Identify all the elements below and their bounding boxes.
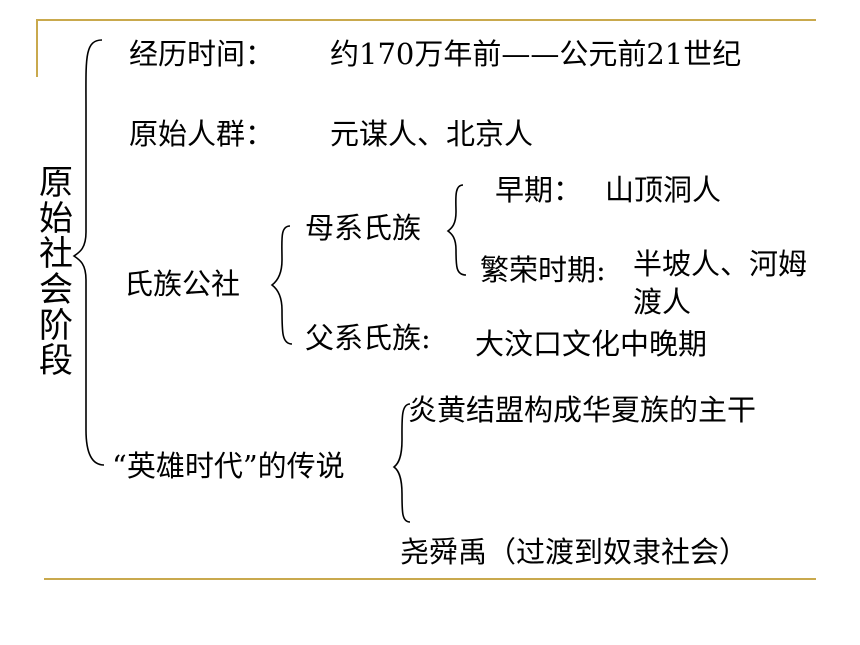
matriarchal-brace [446,184,467,276]
primitive-group-value: 元谋人、北京人 [330,117,534,151]
early-value: 山顶洞人 [605,173,722,207]
main-brace [72,39,105,466]
experience-label: 经历时间： [129,37,275,71]
prosperous-value-line1: 半坡人、河姆 [633,247,808,281]
hero-age-item1: 炎黄结盟构成华夏族的主干 [408,393,757,427]
matriarchal-label: 母系氏族 [305,211,422,245]
early-label: 早期： [495,173,583,207]
patriarchal-label: 父系氏族: [305,321,431,355]
hero-age-item2: 尧舜禹（过渡到奴隶社会） [400,535,749,569]
top-left-vertical-rule [36,19,38,77]
prosperous-value-line2: 渡人 [633,285,692,319]
clan-brace [270,225,293,345]
root-title: 原始社会阶段 [39,163,73,382]
prosperous-label: 繁荣时期: [480,253,606,287]
clan-commune-label: 氏族公社 [124,267,241,301]
hero-brace [392,403,411,523]
bottom-horizontal-rule [44,578,816,580]
patriarchal-value: 大汶口文化中晚期 [475,327,708,361]
top-horizontal-rule [38,19,816,21]
primitive-group-label: 原始人群： [129,117,275,151]
experience-value: 约170万年前——公元前21世纪 [330,37,742,71]
hero-age-label: “英雄时代”的传说 [112,449,345,483]
